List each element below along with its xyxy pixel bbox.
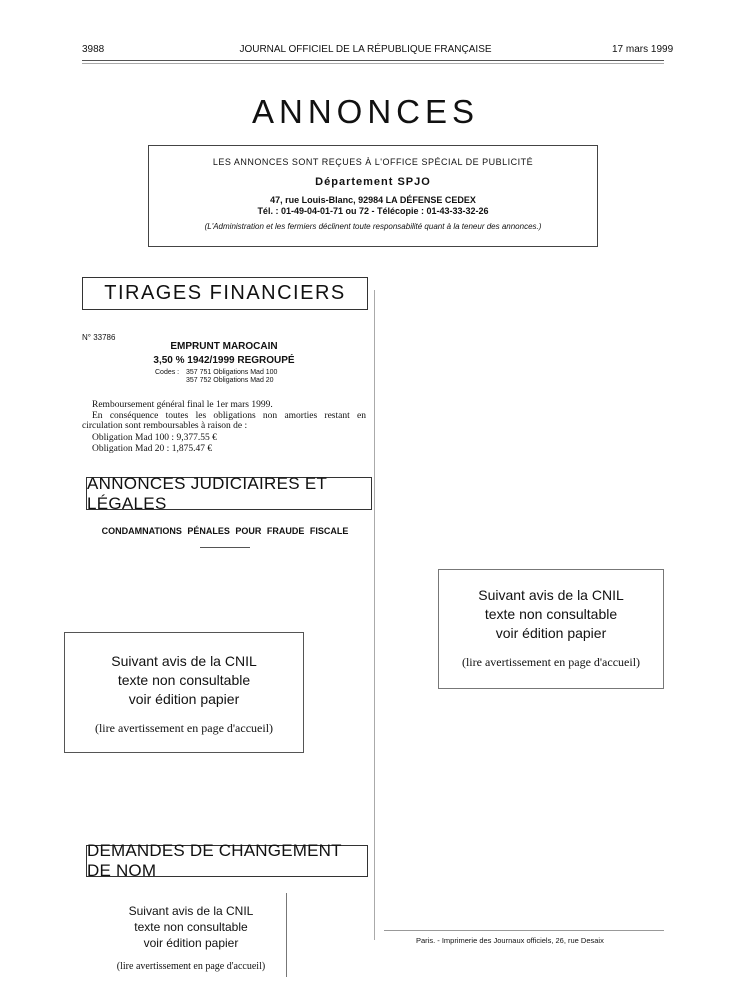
- notice-number: N° 33786: [82, 333, 116, 342]
- cnil-line-2: texte non consultable: [484, 606, 618, 622]
- cnil-line-1: Suivant avis de la CNIL: [478, 587, 624, 603]
- header-rule-2: [82, 63, 664, 64]
- emprunt-subtitle: 3,50 % 1942/1999 REGROUPÉ: [153, 355, 295, 366]
- cnil-note: (lire avertissement en page d'accueil): [461, 655, 641, 669]
- imprint-line: Paris. - Imprimerie des Journaux officie…: [416, 936, 604, 945]
- cnil-note: (lire avertissement en page d'accueil): [116, 961, 266, 972]
- subheading-rule: [200, 547, 250, 548]
- cnil-line-3: voir édition papier: [128, 691, 240, 707]
- codes-label: Codes :: [155, 369, 180, 376]
- demandes-changement-nom-heading: DEMANDES DE CHANGEMENT DE NOM: [86, 841, 368, 880]
- annonces-title: ANNONCES: [251, 93, 480, 130]
- issue-date: 17 mars 1999: [612, 44, 674, 55]
- cnil-line-1: Suivant avis de la CNIL: [111, 653, 257, 669]
- tirages-financiers-heading: TIRAGES FINANCIERS: [82, 277, 368, 310]
- cnil-line-1: Suivant avis de la CNIL: [128, 904, 254, 918]
- annonces-reception-line: LES ANNONCES SONT REÇUES À L'OFFICE SPÉC…: [212, 157, 534, 167]
- footer-rule: [384, 930, 664, 931]
- cnil-line-3: voir édition papier: [495, 625, 607, 641]
- header-rule: [82, 60, 664, 61]
- column-divider: [374, 290, 375, 940]
- small-box-rule: [286, 893, 287, 977]
- annonces-address: 47, rue Louis-Blanc, 92984 LA DÉFENSE CE…: [270, 195, 476, 205]
- cnil-note: (lire avertissement en page d'accueil): [94, 721, 274, 735]
- consequence-text: En conséquence toutes les obligations no…: [82, 411, 366, 431]
- cnil-line-3: voir édition papier: [143, 936, 239, 950]
- remboursement-text: Remboursement général final le 1er mars …: [92, 400, 273, 410]
- code-line-1: 357 751 Obligations Mad 100: [186, 369, 278, 376]
- annonces-info-box: LES ANNONCES SONT REÇUES À L'OFFICE SPÉC…: [148, 145, 598, 247]
- obligation-20: Obligation Mad 20 : 1,875.47 €: [92, 444, 213, 454]
- cnil-line-2: texte non consultable: [134, 920, 248, 934]
- annonces-department: Département SPJO: [315, 176, 431, 188]
- cnil-notice-box-right: Suivant avis de la CNIL texte non consul…: [438, 569, 664, 689]
- emprunt-title: EMPRUNT MAROCAIN: [170, 341, 278, 352]
- cnil-notice-box-small: Suivant avis de la CNIL texte non consul…: [96, 893, 286, 977]
- code-line-2: 357 752 Obligations Mad 20: [186, 377, 274, 384]
- journal-title: JOURNAL OFFICIEL DE LA RÉPUBLIQUE FRANÇA…: [239, 44, 492, 55]
- obligation-100: Obligation Mad 100 : 9,377.55 €: [92, 433, 217, 443]
- annonces-judiciaires-heading: ANNONCES JUDICIAIRES ET LÉGALES: [86, 474, 372, 513]
- annonces-disclaimer: (L'Administration et les fermiers déclin…: [204, 222, 542, 231]
- cnil-line-2: texte non consultable: [117, 672, 251, 688]
- cnil-notice-box: Suivant avis de la CNIL texte non consul…: [64, 632, 304, 753]
- page-number: 3988: [82, 44, 105, 55]
- condamnations-subheading: CONDAMNATIONS PÉNALES POUR FRAUDE FISCAL…: [101, 526, 349, 536]
- annonces-phone: Tél. : 01-49-04-01-71 ou 72 - Télécopie …: [257, 206, 489, 216]
